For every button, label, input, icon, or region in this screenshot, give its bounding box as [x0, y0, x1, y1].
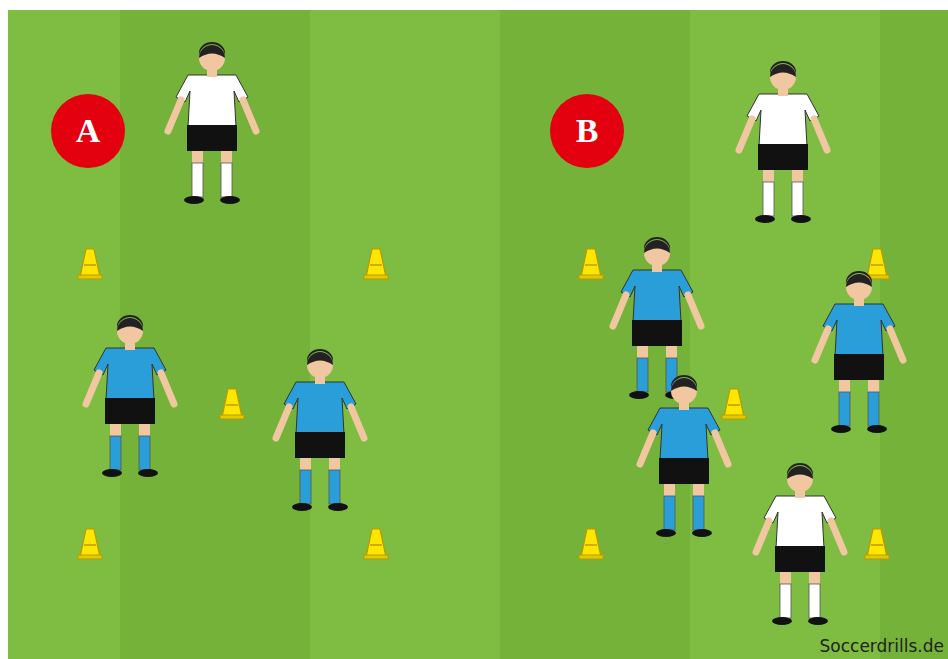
panel-letter: B: [576, 114, 599, 148]
cone: [865, 249, 889, 279]
cone: [722, 389, 746, 419]
cone: [364, 529, 388, 559]
cone: [579, 249, 603, 279]
pitch: [8, 10, 948, 659]
cone: [78, 529, 102, 559]
blue-player: [613, 237, 701, 399]
cone: [364, 249, 388, 279]
blue-player: [276, 349, 364, 511]
watermark: Soccerdrills.de: [820, 636, 945, 656]
white-player: [756, 463, 844, 625]
blue-player: [640, 375, 728, 537]
white-player: [168, 42, 256, 204]
panel-badge: B: [550, 94, 624, 168]
blue-player: [815, 271, 903, 433]
blue-player: [86, 315, 174, 477]
cone: [865, 529, 889, 559]
white-player: [739, 61, 827, 223]
panel-badge: A: [51, 94, 125, 168]
pitch-stripe: [120, 10, 310, 659]
cone: [579, 529, 603, 559]
panel-letter: A: [76, 114, 101, 148]
cone: [78, 249, 102, 279]
cone: [220, 389, 244, 419]
